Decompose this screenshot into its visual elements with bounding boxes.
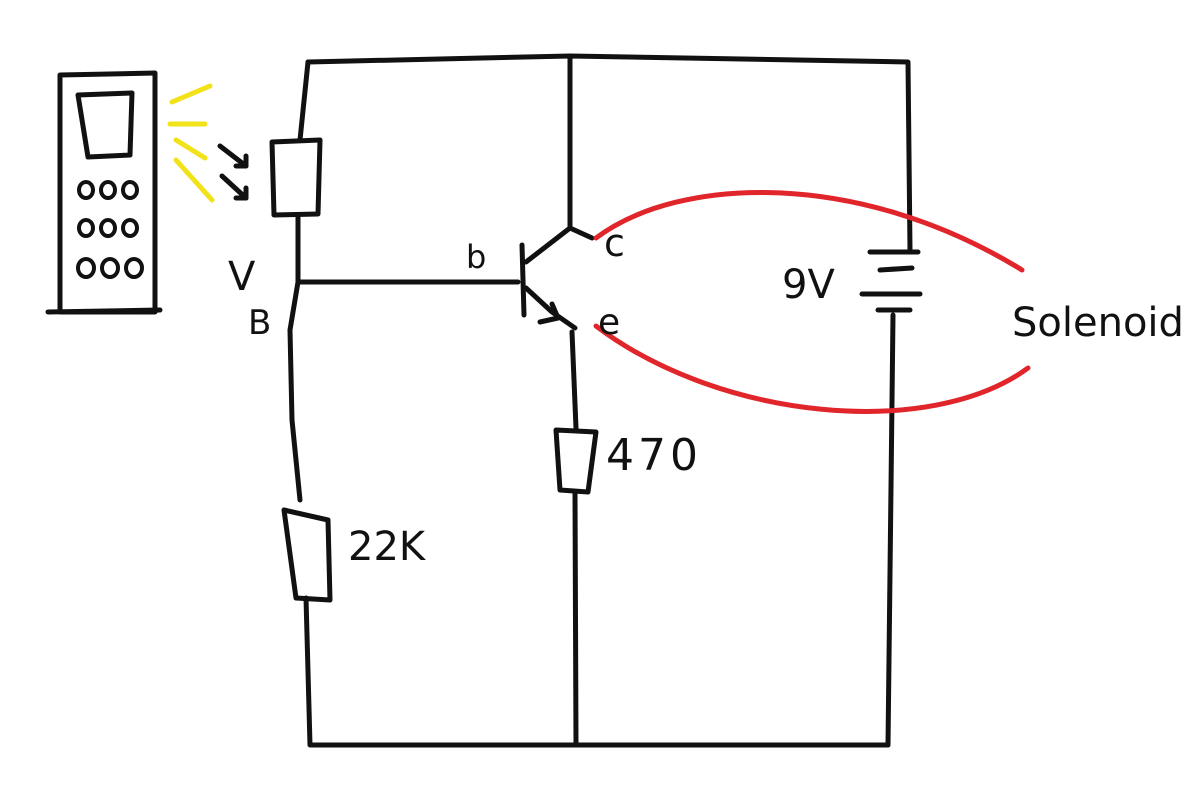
solenoid-leads bbox=[593, 189, 1031, 414]
incident-light-arrows-icon bbox=[217, 143, 249, 201]
light-rays-icon bbox=[167, 83, 215, 203]
base-label: b bbox=[466, 238, 486, 276]
emitter-resistor-label: 470 bbox=[606, 430, 702, 481]
ldr-icon bbox=[269, 137, 323, 218]
solenoid-label: Solenoid bbox=[1012, 300, 1184, 346]
keypad-buttons bbox=[76, 180, 144, 279]
emitter-resistor-icon bbox=[553, 427, 599, 495]
supply-voltage-label: 9V bbox=[782, 262, 835, 308]
collector-label: c bbox=[604, 221, 625, 265]
vb-label-v: V bbox=[228, 254, 256, 300]
remote-control-icon bbox=[45, 70, 163, 315]
emitter-label: e bbox=[598, 302, 620, 343]
circuit-wires bbox=[287, 53, 913, 748]
battery-icon bbox=[859, 249, 923, 313]
transistor-icon bbox=[519, 225, 595, 331]
vb-label-b: B bbox=[248, 303, 271, 343]
base-resistor-label: 22K bbox=[348, 524, 427, 570]
base-resistor-icon bbox=[281, 507, 333, 603]
